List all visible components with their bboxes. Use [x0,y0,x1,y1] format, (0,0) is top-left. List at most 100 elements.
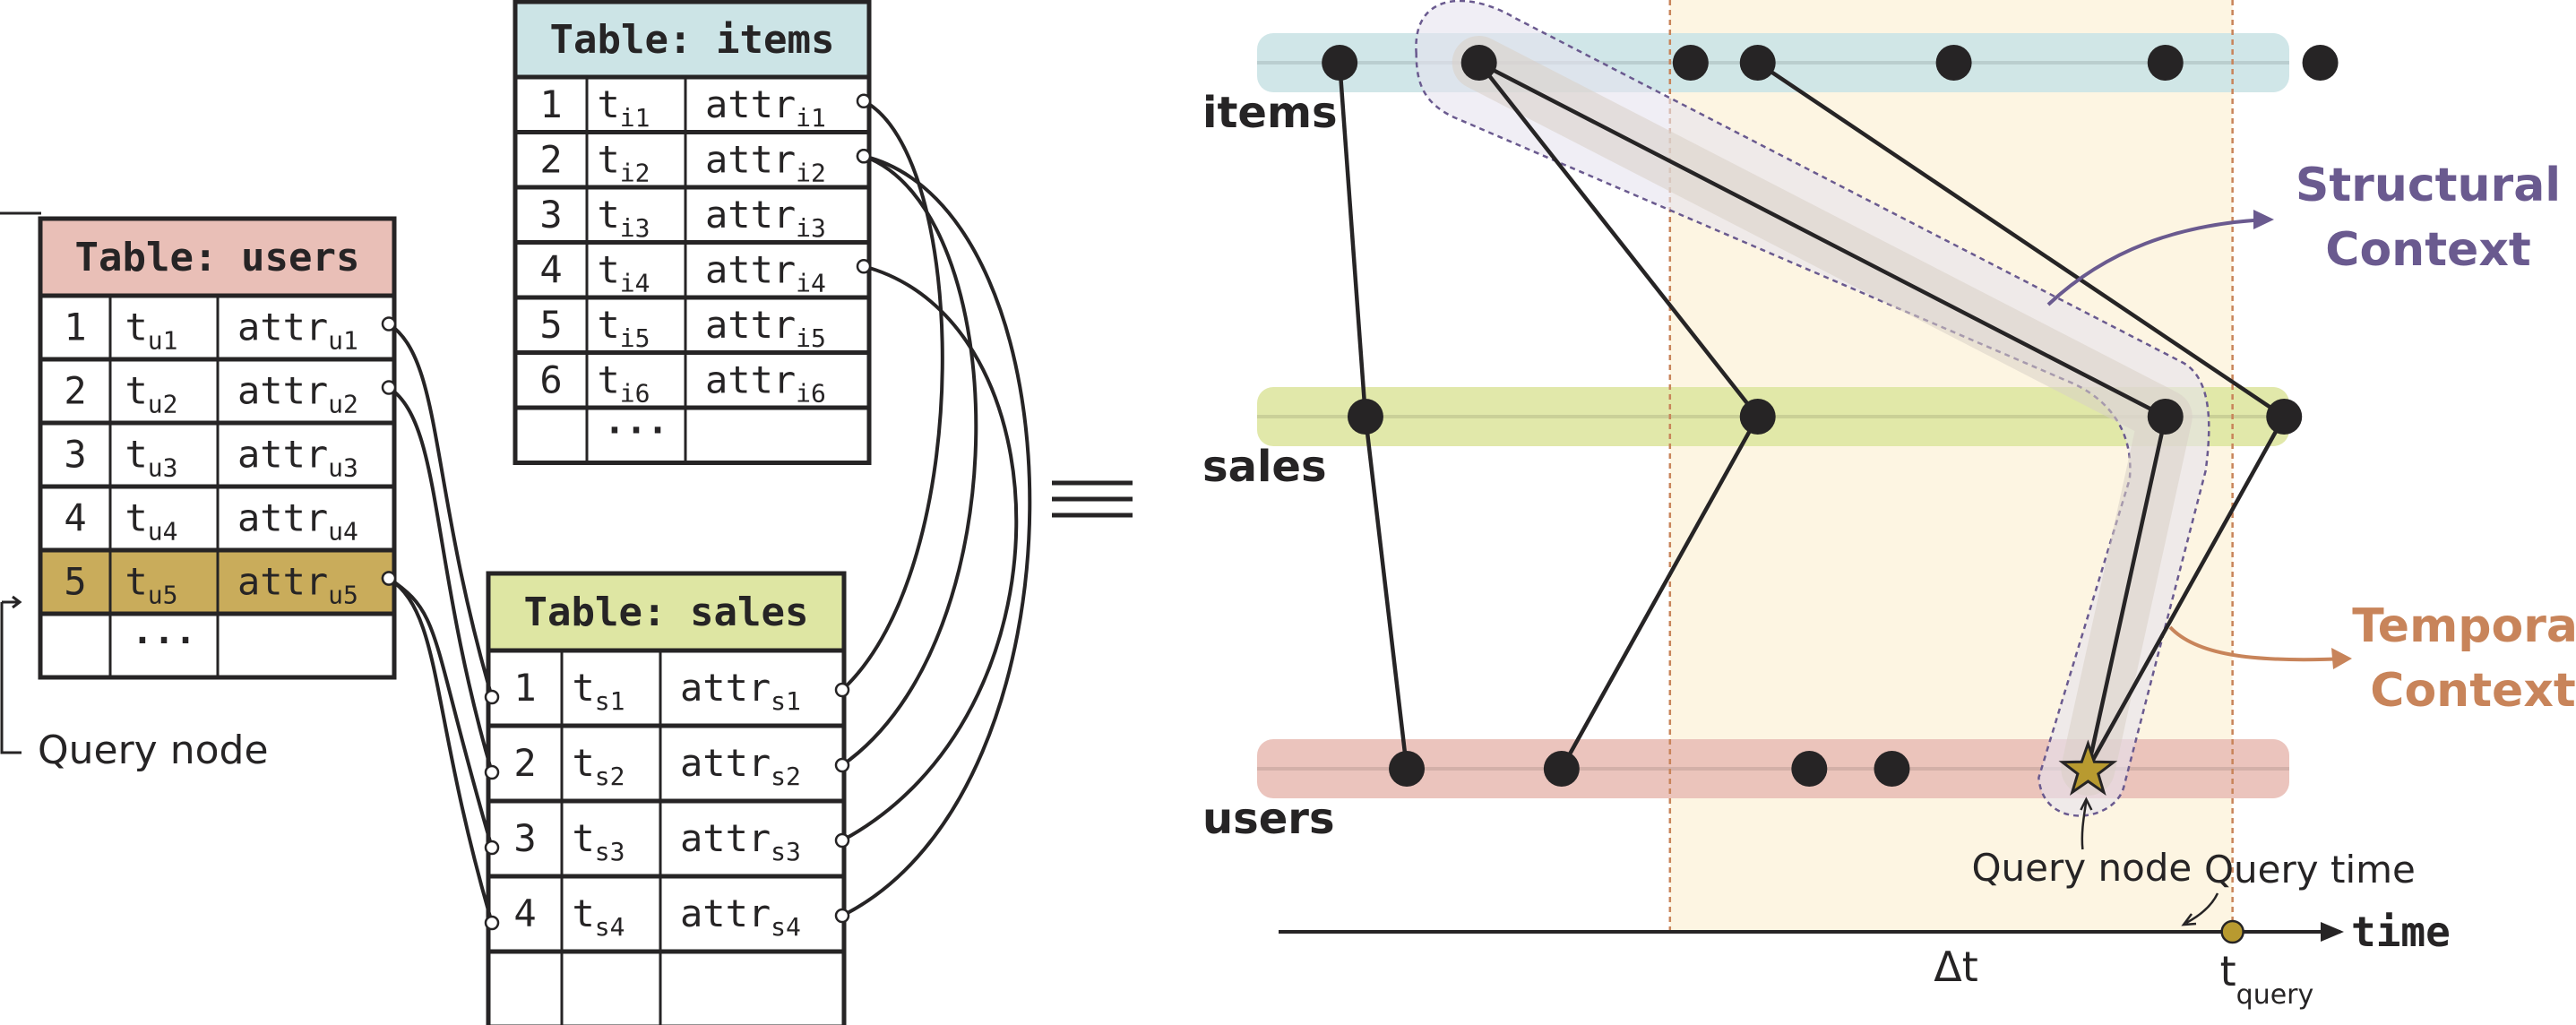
row-timestamp-subscript: s4 [595,912,625,942]
query-node-bracket-line [0,602,22,754]
equivalence-symbol [1052,480,1133,518]
row-id: 1 [64,306,86,349]
foreign-key-edge [387,576,494,924]
temporal-context-label: Context [2370,664,2575,718]
row-timestamp-subscript: u2 [148,390,178,419]
row-id: 3 [64,433,86,477]
row-attribute-subscript: i6 [796,378,826,408]
row-attribute-subscript: u4 [328,517,358,547]
lane-users [1257,739,2289,798]
row-attribute-subscript: i3 [796,213,826,243]
table-row: ··· [513,405,872,465]
graph-node [2266,399,2303,435]
graph-node [2302,45,2339,81]
row-id: 3 [539,193,562,237]
row-id: 2 [64,369,86,413]
table-row-bg [486,949,847,1025]
query-node-label: Query node [1971,846,2192,890]
table-row-bg [513,350,872,410]
graph-edge [2086,415,2287,771]
table-header-bg [40,219,394,296]
row-timestamp-subscript: u4 [148,517,178,547]
row-timestamp: tu1 [125,306,177,356]
graph-edge [1559,415,1760,771]
table-row-bg [486,798,847,879]
ellipsis: ··· [604,410,668,452]
graph-edge [1477,61,1760,418]
table-title: Table: sales [524,590,809,635]
row-id: 1 [513,666,536,710]
row-attribute: attri4 [705,247,826,297]
structural-context-pointer [2046,218,2268,306]
graph-edge [1756,61,2286,418]
query-time-pointer [2185,892,2219,925]
link-port-icon [381,316,397,332]
row-attribute: attri6 [705,357,826,408]
row-attribute-subscript: i1 [796,103,826,133]
foreign-key-edge [387,576,494,848]
graph-node [2147,45,2184,81]
temporal-context-label: Temporal [2352,599,2576,653]
row-timestamp-subscript: u1 [148,326,178,356]
link-port-icon [856,93,872,108]
graph-node [1791,751,1828,787]
arrow-icon [2331,648,2352,669]
lane-label-users: users [1202,794,1335,844]
temporal-context-pointer [2168,625,2348,662]
query-node-pointer: Query node [0,211,269,773]
structural-context-label: Structural [2296,159,2561,212]
table-header-bg [488,573,844,650]
row-id: 1 [539,82,562,126]
row-attribute-subscript: u3 [328,453,358,483]
row-attribute-subscript: s2 [771,762,801,791]
row-id: 6 [539,357,562,401]
foreign-key-edge [841,154,1032,917]
ellipsis: ··· [132,621,196,662]
row-timestamp-subscript: i2 [620,158,650,187]
row-id: 4 [539,247,562,291]
row-timestamp-subscript: i1 [620,103,650,133]
query-time-marker [2220,919,2244,944]
graph-edge [1363,416,1409,770]
table-row-bg [513,405,872,465]
table-border [486,571,847,1025]
graph-edge [2086,416,2167,770]
link-port-icon [381,380,397,395]
link-port-icon [834,682,850,698]
row-id: 2 [539,137,562,181]
row-id: 4 [64,496,86,540]
row-attribute: attri5 [705,303,826,353]
arrow-icon [2181,913,2197,926]
row-timestamp-subscript: i3 [620,213,650,243]
row-timestamp-subscript: s1 [595,686,625,716]
table-row [486,949,847,1025]
row-timestamp-subscript: i5 [620,323,650,353]
graph-node [1935,45,1972,81]
foreign-key-edge [387,385,494,773]
link-port-icon [856,259,872,274]
row-id: 4 [513,891,536,935]
row-attribute-subscript: u5 [328,581,358,610]
graph-node [1739,399,1776,435]
link-port-icon [484,840,500,856]
graph-node [1347,399,1383,435]
link-port-icon [484,689,500,705]
graph-node [1874,751,1910,787]
link-port-icon [381,571,397,586]
foreign-key-edge [840,154,978,767]
row-timestamp-subscript: s3 [595,837,625,866]
delta-t-label: Δt [1934,943,1978,991]
